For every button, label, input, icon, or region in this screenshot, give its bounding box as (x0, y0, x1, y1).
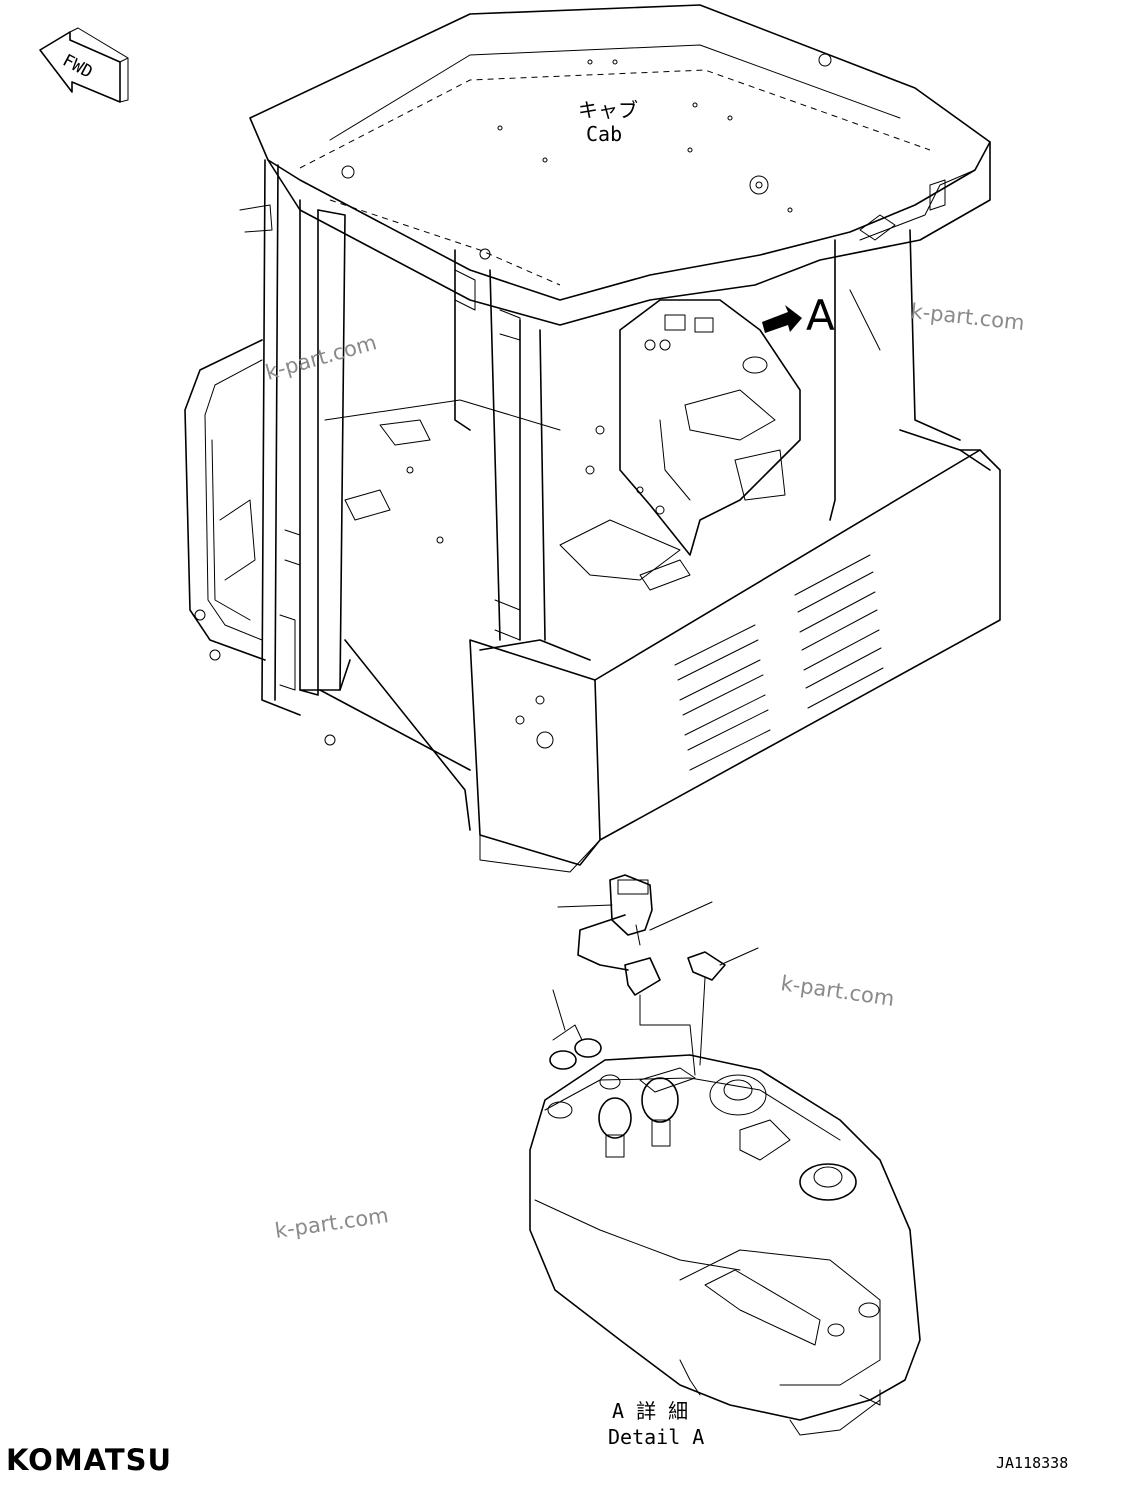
detail-a-parts (529, 874, 921, 1436)
cab-floor (319, 399, 691, 831)
detail-label-jp: A 詳 細 (612, 1399, 688, 1423)
view-marker-label: A (806, 291, 835, 340)
fwd-arrow-icon: FWD (39, 27, 129, 103)
cab-left-side (184, 339, 336, 746)
watermark-1: k-part.com (263, 330, 380, 385)
cab-frame (239, 159, 546, 716)
drawing-number: JA118338 (996, 1454, 1068, 1472)
cab-label-en: Cab (586, 122, 622, 146)
brand-logo: KOMATSU (6, 1443, 172, 1477)
cab-roof (249, 4, 991, 326)
view-a-arrow-icon (762, 305, 802, 333)
seat-console (619, 299, 801, 556)
cab-right-pillar (829, 169, 976, 521)
watermark-4: k-part.com (273, 1203, 390, 1243)
watermark-2: k-part.com (909, 299, 1025, 335)
switch-component (557, 874, 713, 996)
watermark-3: k-part.com (779, 971, 896, 1011)
plug-components (549, 989, 602, 1070)
fwd-label: FWD (59, 51, 96, 83)
vent-slots (674, 554, 884, 771)
detail-label-en: Detail A (608, 1425, 704, 1449)
cab-label-jp: キャブ (578, 98, 638, 122)
cab-rear-console (469, 429, 1001, 873)
cap-component (687, 947, 759, 981)
detail-console-body (529, 1054, 921, 1436)
